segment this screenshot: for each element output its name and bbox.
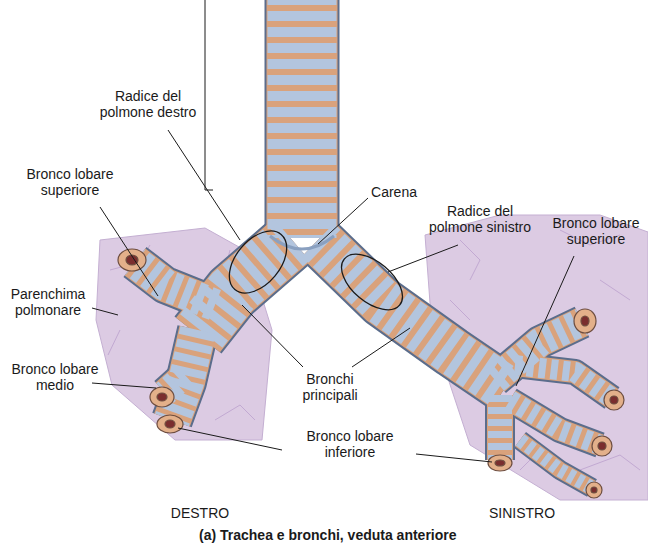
root-label: Radice del polmone destro xyxy=(91,88,206,120)
figure-caption: (a) Trachea e bronchi, veduta anteriore xyxy=(199,527,457,543)
part-label: Bronchi principali xyxy=(290,371,370,403)
bronchus-openings xyxy=(118,249,624,498)
part-label: Parenchima polmonare xyxy=(3,286,93,318)
part-label: Carena xyxy=(359,184,429,200)
root-rings xyxy=(218,220,412,320)
side-label: SINISTRO xyxy=(477,505,567,521)
side-label: DESTRO xyxy=(160,505,240,521)
part-label: Bronco lobare medio xyxy=(5,361,105,393)
root-label: Radice del polmone sinistro xyxy=(423,203,538,235)
part-label: Bronco lobare superiore xyxy=(548,215,644,247)
part-label: Bronco lobare inferiore xyxy=(295,428,405,460)
airways xyxy=(135,0,612,488)
lung-parenchyma xyxy=(96,215,648,500)
part-label: Bronco lobare superiore xyxy=(20,166,120,198)
leader-lines xyxy=(92,0,574,462)
